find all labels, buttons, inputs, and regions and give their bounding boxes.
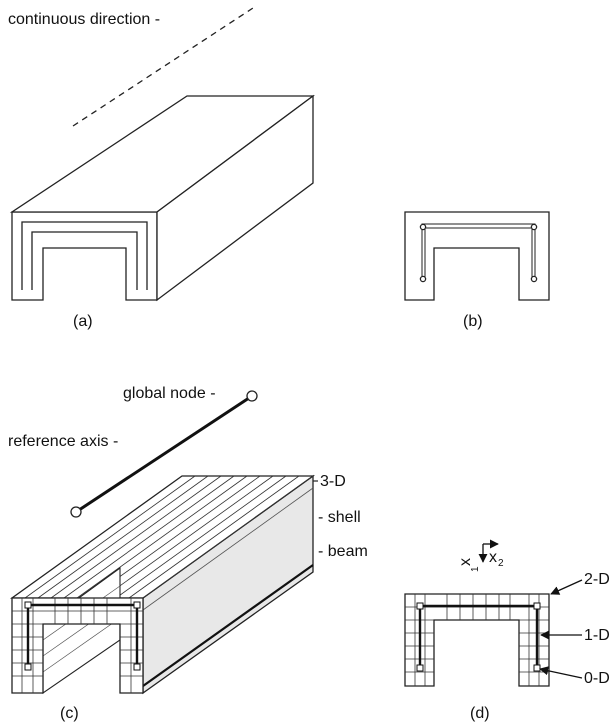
label-beam: - beam <box>318 543 368 560</box>
u-rebar-inner <box>31 231 138 290</box>
caption-b: (b) <box>463 313 483 330</box>
d-beam-path <box>418 604 539 668</box>
c-node <box>24 601 32 609</box>
label-0d: 0-D <box>584 670 610 687</box>
global-node-label: global node - <box>123 385 216 402</box>
reference-axis-line <box>75 394 253 514</box>
continuous-direction-label: continuous direction - <box>8 11 160 28</box>
section-rebar-2 <box>424 227 533 279</box>
label-1d: 1-D <box>584 627 610 644</box>
panel-d: x 1 x 2 <box>404 539 610 722</box>
u-front-face-outer <box>11 211 158 301</box>
section-outline <box>404 211 550 301</box>
callout-0d <box>539 666 583 679</box>
panel-b: (b) <box>404 211 550 330</box>
reference-node-circle <box>70 506 82 518</box>
u-rebar-outer <box>21 221 148 290</box>
callout-2d <box>550 579 583 595</box>
u-right-face <box>156 94 314 302</box>
c-node <box>24 663 32 671</box>
reference-axis-label: reference axis - <box>8 433 118 450</box>
section-rebar-1 <box>421 223 536 279</box>
c-node <box>133 601 141 609</box>
label-2d: 2-D <box>584 571 610 588</box>
d-node <box>416 664 424 672</box>
beam-line <box>142 564 314 687</box>
label-3d: 3-D <box>320 473 346 490</box>
rebar-dot <box>419 275 427 283</box>
axis-x1-label: x <box>457 558 474 566</box>
continuous-direction-line <box>72 7 254 127</box>
axes-glyph: x 1 x 2 <box>457 539 504 572</box>
global-node-circle <box>246 390 258 402</box>
rebar-dot <box>419 223 427 231</box>
c-node <box>133 663 141 671</box>
rebar-dot <box>530 223 538 231</box>
caption-d: (d) <box>470 705 490 722</box>
rebar-dot <box>530 275 538 283</box>
d-node <box>533 602 541 610</box>
label-shell: - shell <box>318 509 361 526</box>
caption-a: (a) <box>73 313 93 330</box>
caption-c: (c) <box>60 705 79 722</box>
panel-c: global node - reference axis - <box>8 385 368 722</box>
axis-x2-label: x <box>489 549 497 566</box>
d-node <box>533 664 541 672</box>
u-channel-3d <box>9 94 315 302</box>
d-node <box>416 602 424 610</box>
panel-a: continuous direction - (a) <box>8 7 315 330</box>
axis-x2-sub: 2 <box>498 558 504 569</box>
c-beam-path <box>26 603 139 667</box>
u-section <box>404 211 550 301</box>
axis-x1-sub: 1 <box>470 566 481 572</box>
